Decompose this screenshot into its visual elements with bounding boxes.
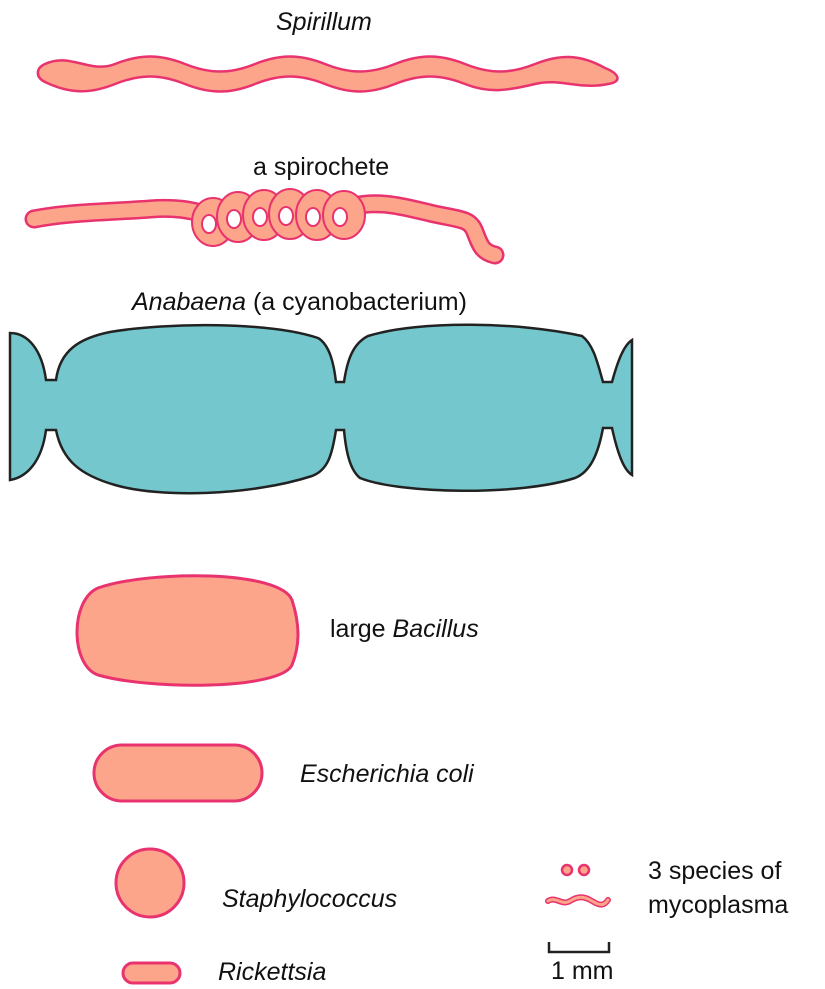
- spirochete-shape: [34, 189, 495, 255]
- label-rickettsia: Rickettsia: [218, 960, 326, 985]
- label-anabaena: Anabaena (a cyanobacterium): [132, 290, 467, 315]
- label-spirochete: a spirochete: [253, 155, 389, 180]
- rickettsia-shape: [123, 963, 180, 983]
- label-anabaena-genus: Anabaena: [132, 288, 246, 316]
- scale-bar: [549, 942, 609, 952]
- label-large-bacillus: large Bacillus: [330, 617, 479, 642]
- label-bacillus-prefix: large: [330, 615, 386, 643]
- mycoplasma-shapes: [548, 865, 608, 905]
- label-spirillum: Spirillum: [276, 10, 372, 35]
- label-mycoplasma-line1: 3 species of: [648, 859, 781, 884]
- label-escherichia-coli: Escherichia coli: [300, 762, 474, 787]
- ecoli-shape: [94, 745, 262, 801]
- spirillum-shape: [38, 57, 618, 92]
- label-scale: 1 mm: [551, 959, 614, 984]
- anabaena-filament: [10, 325, 632, 493]
- label-anabaena-desc: (a cyanobacterium): [253, 288, 467, 316]
- staphylococcus-shape: [116, 849, 184, 917]
- label-staphylococcus: Staphylococcus: [222, 887, 397, 912]
- label-mycoplasma-line2: mycoplasma: [648, 893, 788, 918]
- label-bacillus-genus: Bacillus: [393, 615, 479, 643]
- large-bacillus-shape: [77, 576, 298, 686]
